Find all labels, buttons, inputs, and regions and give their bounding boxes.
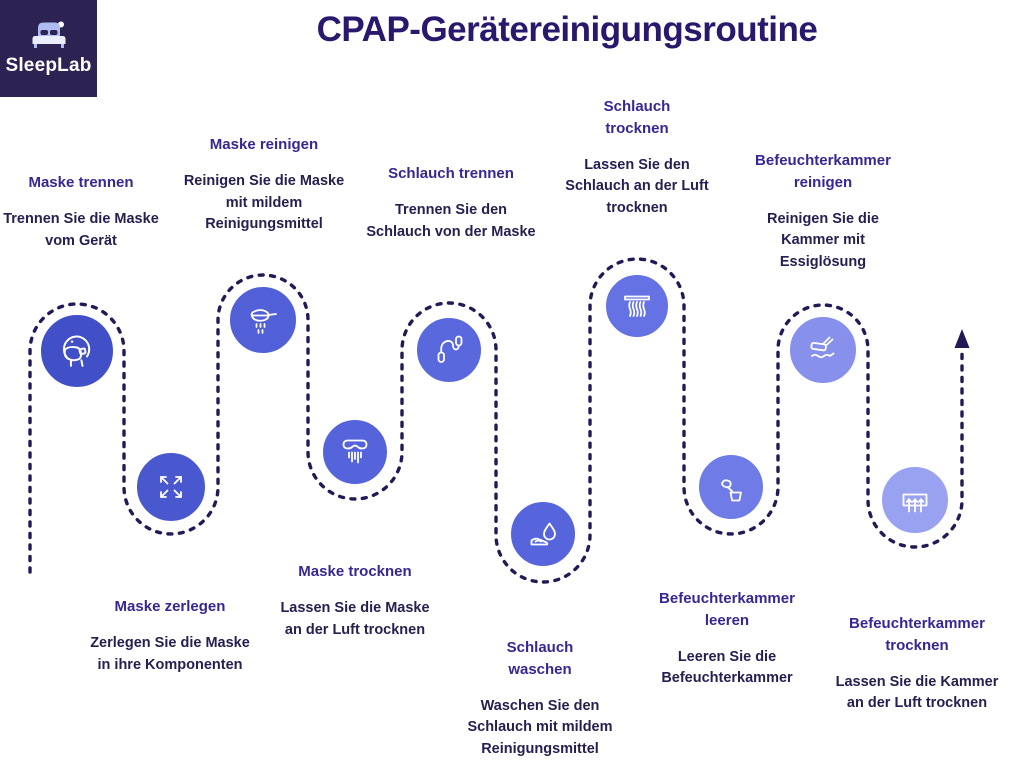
step-title: Befeuchterkammer trocknen [849,615,985,654]
step-title: Maske trennen [28,174,134,191]
step-5-circle [413,314,485,386]
scrub-brush-icon [810,336,835,359]
step-title: Maske zerlegen [114,598,226,615]
dashed-route [28,257,964,584]
step-5-text: Schlauch trennen Trennen Sie den Schlauc… [366,163,536,243]
step-2-text: Maske zerlegen Zerlegen Sie die Maske in… [85,596,255,676]
step-3-circle [226,283,300,357]
step-2-circle [133,449,209,525]
logo-brand-text: SleepLab [5,55,92,76]
step-title: Befeuchterkammer reinigen [755,152,891,191]
step-3-text: Maske reinigen Reinigen Sie die Maske mi… [179,134,349,236]
step-description: Lassen Sie den Schlauch an der Luft troc… [565,156,709,217]
step-4-text: Maske trocknen Lassen Sie die Maske an d… [270,561,440,641]
step-7-text: Schlauch trocknen Lassen Sie den Schlauc… [552,96,722,220]
expand-arrows-icon [160,476,182,498]
step-title: Befeuchterkammer leeren [659,590,795,629]
step-description: Trennen Sie die Maske vom Gerät [3,210,159,249]
step-10-circle [878,463,952,537]
step-8-circle [695,451,767,523]
sleeplab-logo: SleepLab [0,0,97,97]
page-title: CPAP-Gerätereinigungsroutine [316,10,818,49]
step-description: Reinigen Sie die Maske mit mildem Reinig… [183,172,345,233]
step-title: Maske trocknen [298,563,412,580]
step-6-text: Schlauch waschen Waschen Sie den Schlauc… [455,637,625,761]
step-1-text: Maske trennen Trennen Sie die Maske vom … [0,172,166,252]
step-description: Trennen Sie den Schlauch von der Maske [366,201,536,240]
cpap-mask-icon [62,335,91,367]
hose-connector-icon [437,335,463,363]
step-description: Lassen Sie die Maske an der Luft trockne… [280,599,430,638]
step-description: Zerlegen Sie die Maske in ihre Komponent… [90,634,250,673]
step-description: Waschen Sie den Schlauch mit mildem Rein… [467,697,613,758]
hanging-tubes-icon [624,295,650,317]
step-9-text: Befeuchterkammer reinigen Reinigen Sie d… [738,150,908,274]
mask-air-dry-icon [342,439,368,464]
step-1-circle [37,311,117,391]
step-title: Maske reinigen [209,136,319,153]
step-title: Schlauch trocknen [603,98,671,137]
step-title: Schlauch waschen [506,639,574,678]
step-9-circle [786,313,860,387]
mask-rinse-icon [250,309,277,334]
step-4-circle [319,416,391,488]
step-description: Reinigen Sie die Kammer mit Essiglösung [767,210,879,271]
water-drop-wash-icon [530,522,556,546]
empty-chamber-icon [721,479,742,502]
route-end-arrow-icon [954,329,970,348]
step-title: Schlauch trennen [388,165,514,182]
step-description: Leeren Sie die Befeuchterkammer [661,648,793,687]
step-description: Lassen Sie die Kammer an der Luft trockn… [835,673,999,712]
air-dry-arrows-icon [902,493,928,513]
step-7-circle [602,271,672,341]
step-6-circle [507,498,579,570]
bed-icon [32,21,65,48]
step-10-text: Befeuchterkammer trocknen Lassen Sie die… [832,613,1002,715]
step-8-text: Befeuchterkammer leeren Leeren Sie die B… [642,588,812,690]
